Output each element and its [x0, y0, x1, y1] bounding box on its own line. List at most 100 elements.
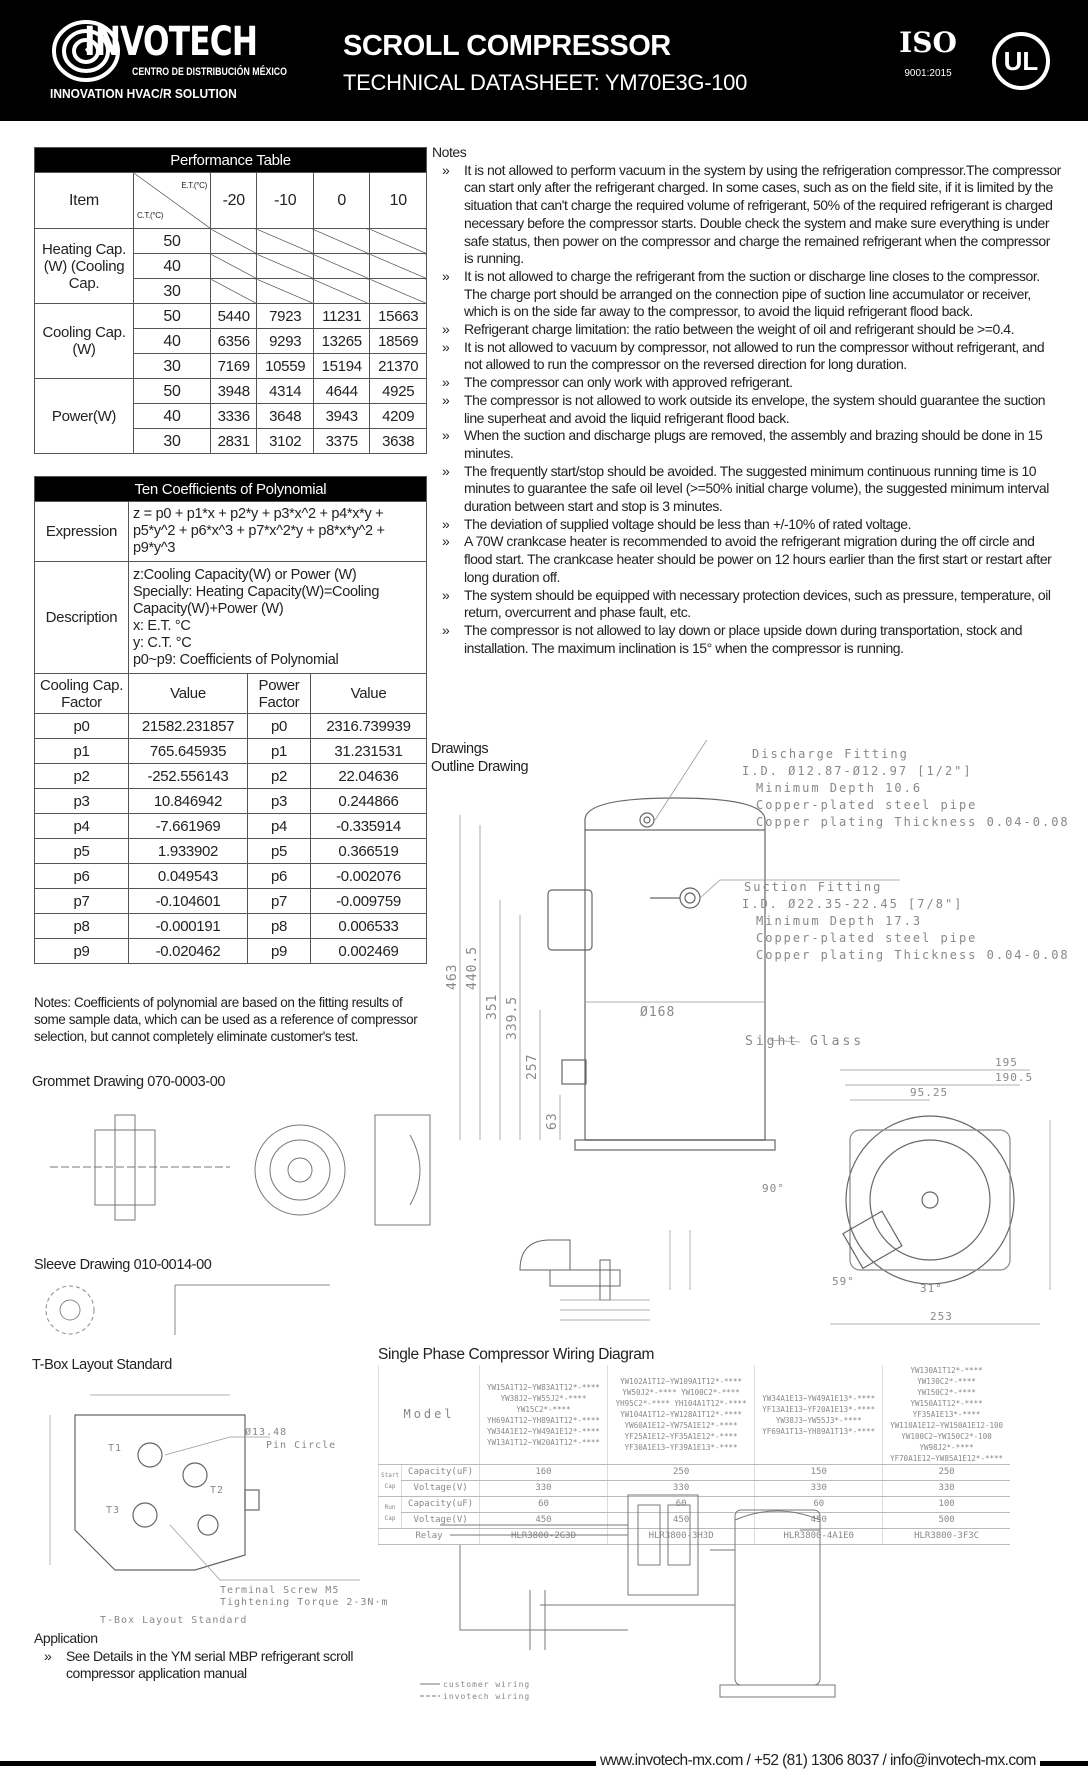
- note-item: The frequently start/stop should be avoi…: [432, 463, 1062, 516]
- top-dim: 95.25: [910, 1086, 948, 1099]
- height-dim: 351: [485, 994, 500, 1020]
- performance-cell: 3948: [209, 378, 258, 404]
- model-name: YF30A1E13~YF39A1E13*-****: [624, 1443, 738, 1452]
- power-factor: p6: [247, 863, 311, 889]
- description-line: x: E.T. °C: [133, 617, 191, 634]
- power-value: 0.002469: [310, 938, 427, 964]
- note-item: Refrigerant charge limitation: the ratio…: [432, 321, 1062, 339]
- wiring-relay: HLR3800-2G3D: [479, 1528, 608, 1545]
- model-name: YF70A1E12~YW85A1E12*-****: [890, 1454, 1004, 1463]
- performance-row: 40: [35, 253, 427, 279]
- performance-table: Performance Table Item E.T.(°C) C.T.(°C)…: [34, 147, 427, 454]
- brand-name: INVOTECH: [84, 19, 258, 65]
- wiring-start-v: 330: [479, 1480, 608, 1497]
- performance-cell: [209, 228, 258, 254]
- footer-rule: [0, 1761, 1088, 1766]
- model-name: YW130C2*-****: [917, 1377, 976, 1386]
- power-factor: p4: [247, 813, 311, 839]
- performance-row: 30: [35, 278, 427, 304]
- performance-cell: [369, 253, 427, 279]
- outline-drawing-title: Outline Drawing: [431, 759, 529, 775]
- wiring-start-cap: 150: [754, 1464, 883, 1481]
- performance-cell: [312, 228, 371, 254]
- wiring-start-v: 330: [882, 1480, 1010, 1497]
- performance-cell: 4314: [256, 378, 314, 404]
- col-power-factor: Power Factor: [247, 673, 311, 714]
- cooling-value: -0.104601: [128, 888, 248, 914]
- performance-cell: [209, 253, 258, 279]
- invotech-swirl-logo-icon: [52, 20, 120, 82]
- performance-cell: 15663: [369, 303, 427, 329]
- cooling-value: -0.020462: [128, 938, 248, 964]
- power-value: 22.04636: [310, 763, 427, 789]
- cooling-value: 21582.231857: [128, 713, 248, 739]
- coefficients-table: Ten Coefficients of Polynomial Expressio…: [34, 476, 427, 964]
- model-label: Model: [377, 1365, 480, 1465]
- note-item: It is not allowed to charge the refriger…: [432, 268, 1062, 321]
- cooling-value: 10.846942: [128, 788, 248, 814]
- performance-cell: 9293: [256, 328, 314, 354]
- ct-value: 50: [133, 303, 211, 329]
- model-list: YW130A1T12*-****YW130C2*-****YW150C2*-**…: [882, 1365, 1010, 1465]
- performance-cell: [312, 253, 371, 279]
- application-section: Application See Details in the YM serial…: [34, 1630, 364, 1683]
- model-name: YH95C2*-**** YH104A1T12*-****: [615, 1399, 747, 1408]
- power-factor: p7: [247, 888, 311, 914]
- performance-cell: [312, 278, 371, 304]
- tbox-caption: T-Box Layout Standard: [100, 1615, 247, 1626]
- sleeve-drawing: [45, 1284, 330, 1335]
- model-name: YW100C2~YW150C2*-100: [901, 1432, 992, 1441]
- terminal-t1: T1: [108, 1443, 122, 1454]
- cooling-factor: p7: [34, 888, 129, 914]
- start-cap-label: Start Cap: [377, 1464, 402, 1497]
- et-header: 0: [312, 172, 371, 229]
- note-item: It is not allowed to vacuum by compresso…: [432, 339, 1062, 374]
- model-name: YW110A1E12~YW150A1E12-100: [890, 1421, 1004, 1430]
- performance-cell: 3943: [312, 403, 371, 429]
- model-name: YF13A1E13~YF20A1E13*-****: [762, 1404, 876, 1414]
- discharge-fitting-spec: Discharge Fitting I.D. Ø12.87-Ø12.97 [1/…: [742, 746, 1070, 831]
- ct-value: 50: [133, 228, 211, 254]
- spec-line: I.D. Ø12.87-Ø12.97 [1/2"]: [742, 764, 973, 778]
- performance-cell: 4209: [369, 403, 427, 429]
- wiring-start-v: 330: [606, 1480, 755, 1497]
- cooling-factor: p5: [34, 838, 129, 864]
- power-factor: p8: [247, 913, 311, 939]
- performance-cell: [256, 253, 314, 279]
- brand-subtitle: CENTRO DE DISTRIBUCIÓN MÉXICO: [132, 66, 287, 78]
- expression-label: Expression: [34, 501, 129, 562]
- model-name: YW50J2*-**** YW100C2*-****: [622, 1388, 740, 1397]
- model-name: YW34A1E12~YW49A1E12*-****: [487, 1426, 600, 1436]
- model-name: YW150A1T12*-****: [910, 1399, 983, 1408]
- iso-standard: 9001:2015: [904, 68, 952, 79]
- top-dim: 190.5: [995, 1071, 1033, 1084]
- cooling-factor: p3: [34, 788, 129, 814]
- wiring-run-v: 500: [882, 1512, 1010, 1529]
- et-label: E.T.(°C): [181, 181, 207, 190]
- performance-cell: 21370: [369, 353, 427, 379]
- ct-value: 50: [133, 378, 211, 404]
- performance-cell: 18569: [369, 328, 427, 354]
- cooling-value: 765.645935: [128, 738, 248, 764]
- cooling-value: -252.556143: [128, 763, 248, 789]
- performance-cell: [256, 228, 314, 254]
- note-item: It is not allowed to perform vacuum in t…: [432, 162, 1062, 268]
- performance-cell: [209, 278, 258, 304]
- model-name: YH69A1T12~YH89A1T12*-****: [487, 1415, 600, 1425]
- tbox-title: T-Box Layout Standard: [32, 1357, 172, 1373]
- wiring-start-cap: 250: [882, 1464, 1010, 1481]
- description-text: z:Cooling Capacity(W) or Power (W) Speci…: [128, 561, 427, 674]
- terminal-t2: T2: [210, 1485, 224, 1496]
- performance-cell: 3375: [312, 428, 371, 454]
- performance-cell: [369, 228, 427, 254]
- et-header: 10: [369, 172, 427, 229]
- cooling-factor: p8: [34, 913, 129, 939]
- performance-cell: 13265: [312, 328, 371, 354]
